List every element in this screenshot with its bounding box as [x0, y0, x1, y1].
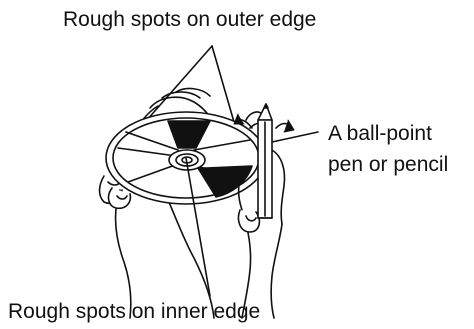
left-thumb-icon	[109, 188, 131, 208]
pen-label-line-1: A ball-point	[328, 118, 448, 149]
pencil-icon	[258, 104, 272, 218]
pen-label-line-2: pen or pencil	[328, 149, 448, 180]
outer-edge-label: Rough spots on outer edge	[63, 8, 316, 32]
inner-edge-label: Rough spots on inner edge	[8, 300, 260, 324]
pen-label: A ball-point pen or pencil	[328, 118, 448, 180]
pen-leader-line	[272, 132, 318, 142]
